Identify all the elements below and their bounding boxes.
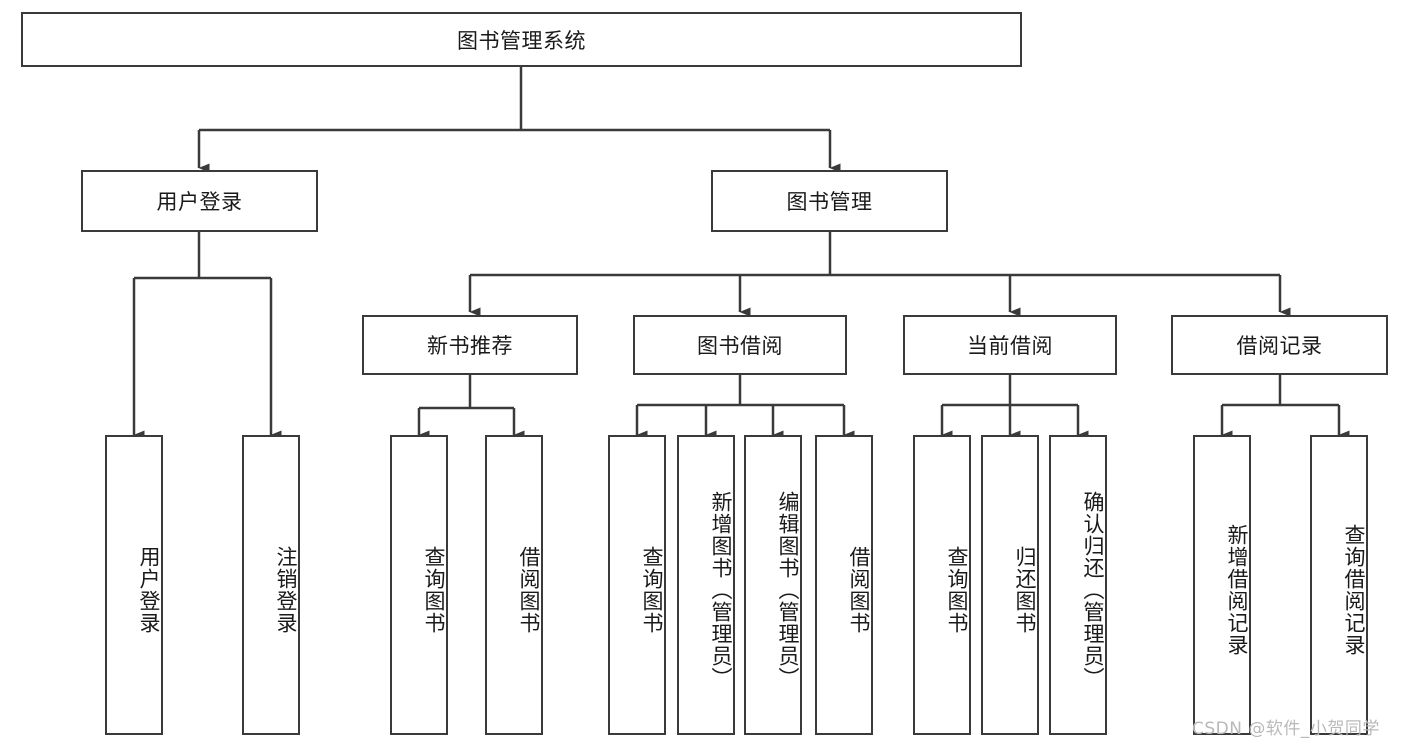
leaf-new-book-query-book[interactable]: 查询图书 [390,435,448,735]
node-label: 图书管理系统 [457,28,586,53]
node-label: 借阅图书 [517,546,541,634]
node-book-management[interactable]: 图书管理 [711,170,948,232]
node-label: 新增图书（管理员） [709,491,733,689]
node-label: 查询图书 [945,546,969,634]
node-label: 查询借阅记录 [1342,524,1366,656]
node-label: 图书管理 [786,190,873,214]
node-current-borrow[interactable]: 当前借阅 [903,315,1117,375]
node-root-system[interactable]: 图书管理系统 [21,12,1022,67]
node-label: 注销登录 [274,546,298,634]
watermark: CSDN @软件_小贺同学 [1192,719,1380,739]
node-label: 当前借阅 [967,334,1053,358]
leaf-new-book-borrow-book[interactable]: 借阅图书 [485,435,543,735]
node-label: 图书借阅 [697,334,783,358]
node-label: 用户登录 [137,546,161,634]
leaf-current-confirm-return-admin[interactable]: 确认归还（管理员） [1049,435,1107,735]
node-label: 编辑图书（管理员） [776,491,800,689]
node-label: 归还图书 [1013,546,1037,634]
leaf-borrow-add-book-admin[interactable]: 新增图书（管理员） [677,435,735,735]
node-label: 查询图书 [422,546,446,634]
node-borrow-record[interactable]: 借阅记录 [1171,315,1388,375]
node-label: 新书推荐 [427,334,513,358]
leaf-record-query-record[interactable]: 查询借阅记录 [1310,435,1368,735]
node-user-login[interactable]: 用户登录 [81,170,318,232]
leaf-user-login-login[interactable]: 用户登录 [105,435,163,735]
leaf-current-query-book[interactable]: 查询图书 [913,435,971,735]
leaf-borrow-edit-book-admin[interactable]: 编辑图书（管理员） [744,435,802,735]
leaf-record-add-record[interactable]: 新增借阅记录 [1193,435,1251,735]
leaf-user-login-logout[interactable]: 注销登录 [242,435,300,735]
node-label: 新增借阅记录 [1225,524,1249,656]
node-label: 用户登录 [156,190,243,214]
leaf-borrow-query-book[interactable]: 查询图书 [608,435,666,735]
node-label: 借阅图书 [847,546,871,634]
node-book-borrow[interactable]: 图书借阅 [633,315,847,375]
node-label: 查询图书 [640,546,664,634]
node-label: 确认归还（管理员） [1081,491,1105,689]
node-label: 借阅记录 [1236,334,1323,358]
leaf-borrow-borrow-book[interactable]: 借阅图书 [815,435,873,735]
node-new-book-recommend[interactable]: 新书推荐 [362,315,578,375]
leaf-current-return-book[interactable]: 归还图书 [981,435,1039,735]
